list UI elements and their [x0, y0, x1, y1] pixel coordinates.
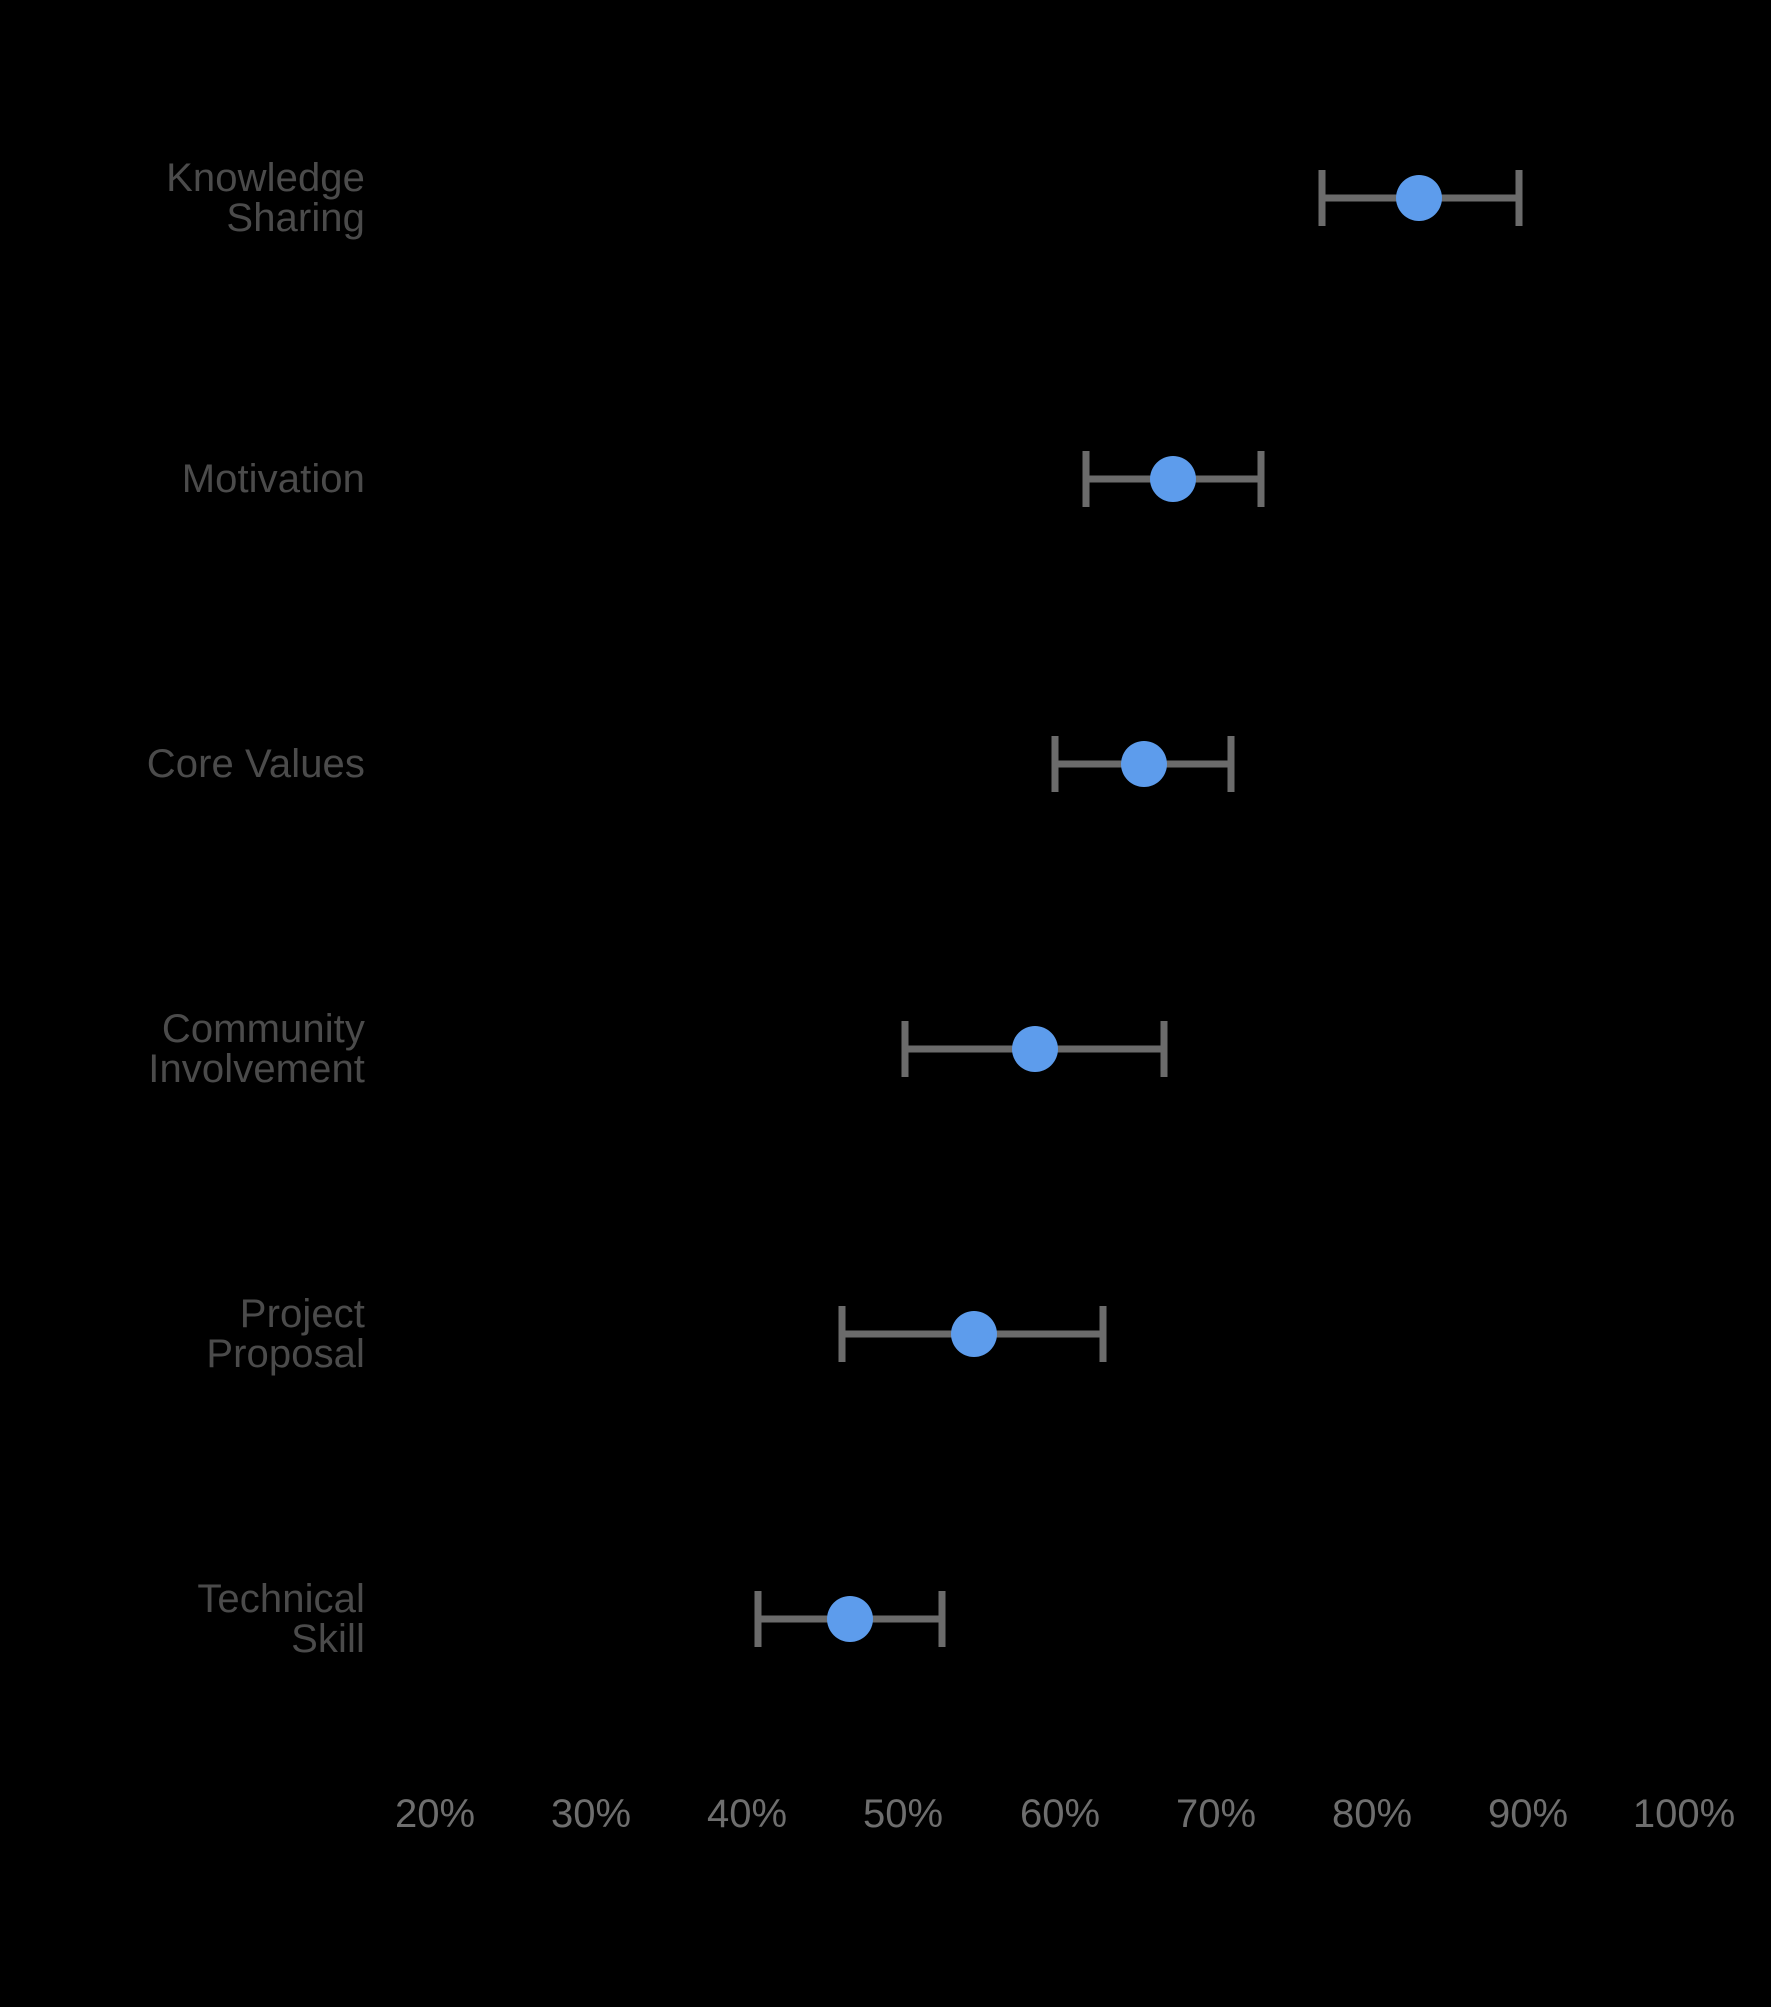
- error-bar-cap-high: [1257, 451, 1265, 507]
- category-label-motivation: Motivation: [181, 457, 365, 501]
- data-point-marker[interactable]: [1011, 1026, 1058, 1072]
- error-bar-cap-high: [1160, 1021, 1168, 1077]
- x-tick-label: 60%: [1019, 1792, 1101, 1836]
- error-bar-cap-high: [1099, 1306, 1107, 1362]
- error-bar-cap-high: [1515, 170, 1522, 226]
- category-label-knowledge-sharing: Knowledge Sharing: [166, 156, 365, 240]
- error-bar-cap-low: [1051, 736, 1059, 792]
- x-tick-label: 30%: [550, 1792, 632, 1836]
- category-label-technical-skill: Technical Skill: [197, 1577, 365, 1661]
- error-bar-cap-low: [838, 1306, 846, 1362]
- error-bar-cap-low: [1082, 451, 1090, 507]
- x-tick-label: 90%: [1487, 1792, 1569, 1836]
- x-tick-label: 50%: [862, 1792, 944, 1836]
- x-tick-label: 100%: [1632, 1792, 1736, 1836]
- category-label-project-proposal: Project Proposal: [206, 1292, 365, 1376]
- error-bar-cap-high: [1227, 736, 1235, 792]
- data-point-marker[interactable]: [1150, 456, 1197, 502]
- x-tick-label: 20%: [394, 1792, 476, 1836]
- data-point-marker[interactable]: [1395, 175, 1442, 221]
- data-point-marker[interactable]: [1120, 741, 1167, 787]
- x-axis-tick-band: 20% 30% 40% 50% 60% 70% 80% 90% 100%: [0, 1794, 1771, 1854]
- error-bar-cap-low: [754, 1591, 762, 1647]
- error-bar-cap-low: [901, 1021, 909, 1077]
- x-tick-label: 70%: [1175, 1792, 1257, 1836]
- error-bar-cap-low: [1318, 170, 1326, 226]
- x-tick-label: 80%: [1331, 1792, 1413, 1836]
- data-point-marker[interactable]: [827, 1596, 874, 1642]
- category-label-community-involvement: Community Involvement: [148, 1007, 365, 1091]
- x-tick-label: 40%: [706, 1792, 788, 1836]
- category-label-core-values: Core Values: [146, 742, 365, 786]
- error-bar-cap-high: [938, 1591, 946, 1647]
- data-point-marker[interactable]: [950, 1311, 997, 1357]
